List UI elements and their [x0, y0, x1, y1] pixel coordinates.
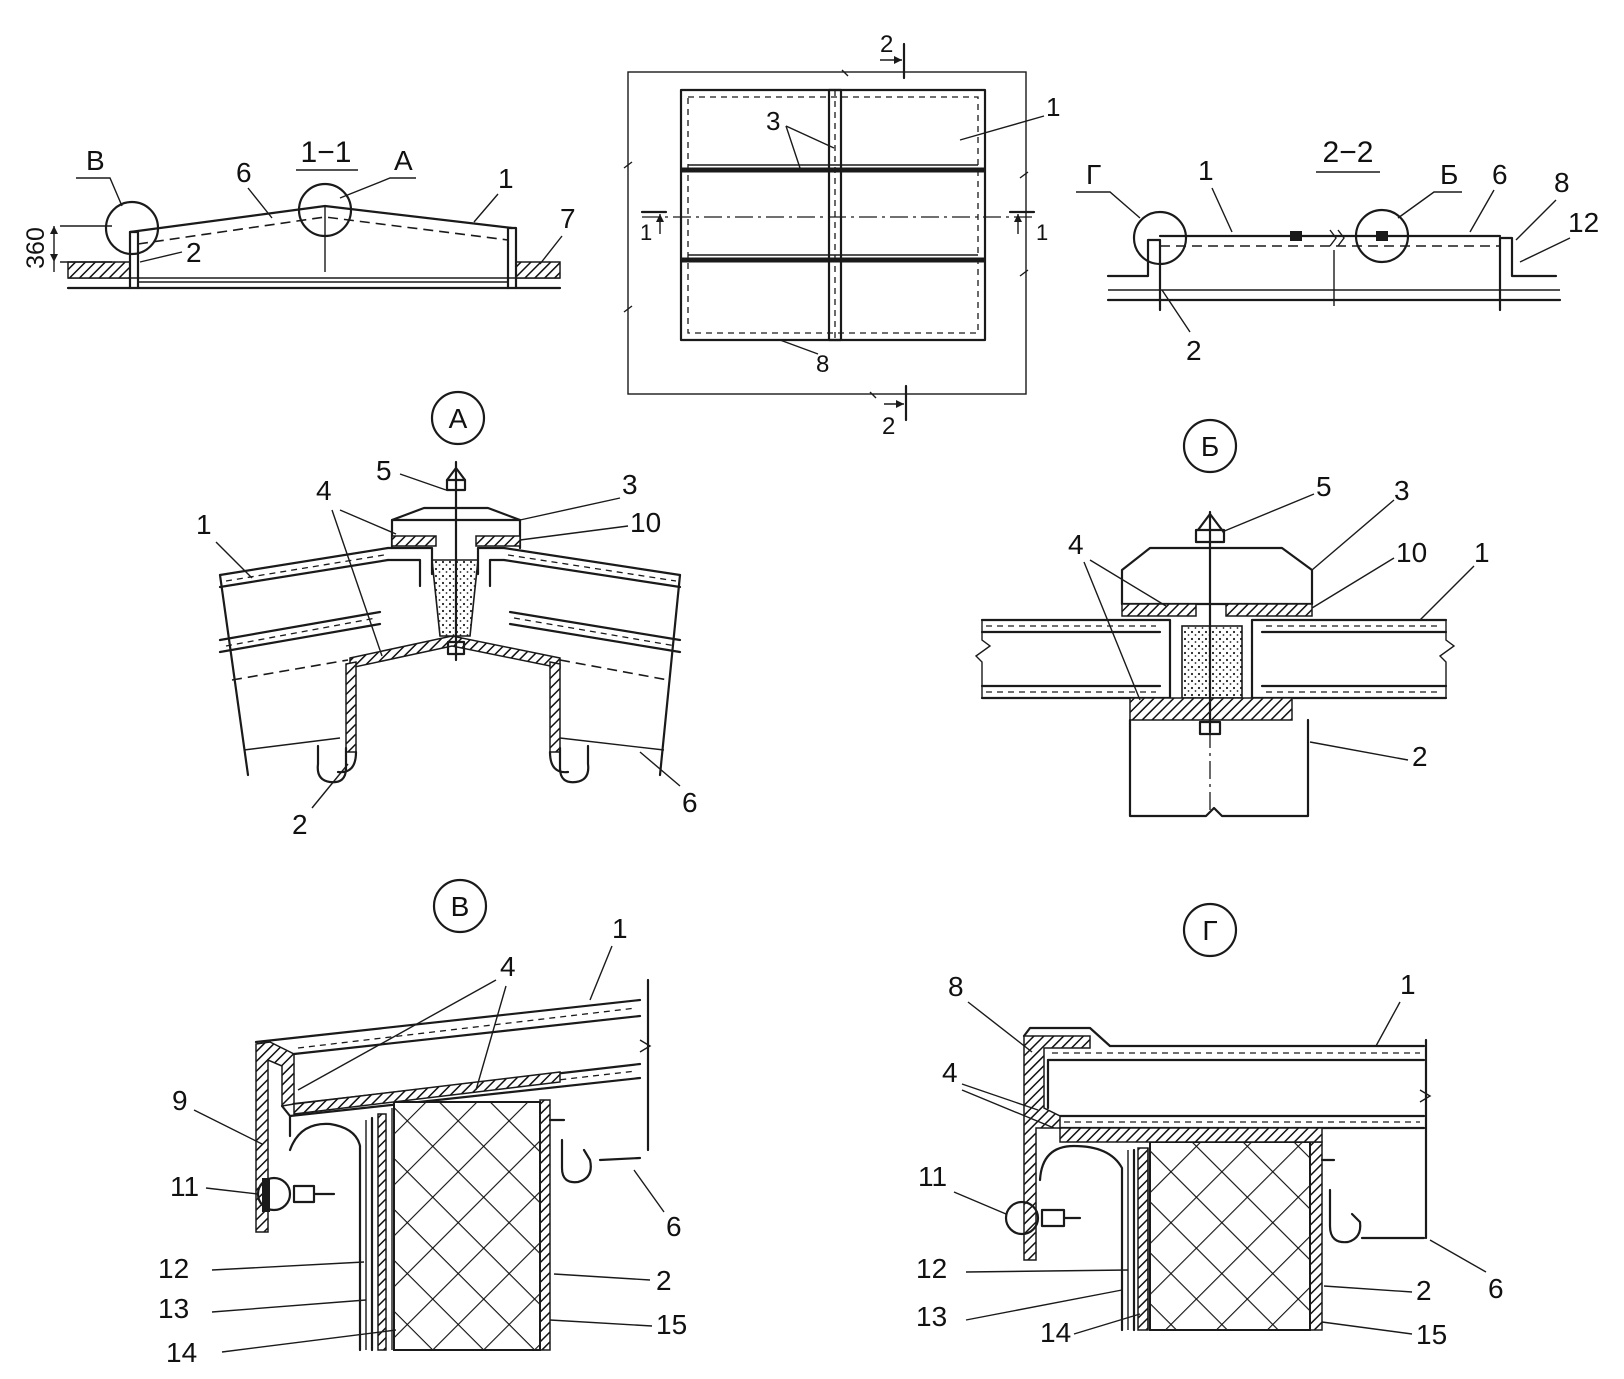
callout-10-a: 10	[630, 507, 661, 538]
callout-12-g: 12	[916, 1253, 947, 1284]
node-label-b-2-2: Б	[1440, 159, 1458, 190]
callout-6-s22: 6	[1492, 159, 1508, 190]
dimension-360: 360	[22, 227, 50, 269]
node-b-ring-callout	[104, 200, 160, 256]
node-v-detail: В 1 4	[158, 878, 687, 1368]
cut-2-bottom: 2	[882, 413, 895, 440]
callout-6-v: 6	[666, 1211, 682, 1242]
callout-13-g: 13	[916, 1301, 947, 1332]
callout-1-v: 1	[612, 913, 628, 944]
callout-3-b: 3	[1394, 475, 1410, 506]
callout-11-g: 11	[918, 1161, 947, 1192]
node-a-detail: А	[196, 390, 698, 840]
callout-3-plan: 3	[766, 106, 780, 136]
callout-8-s22: 8	[1554, 167, 1570, 198]
callout-4-b: 4	[1068, 529, 1084, 560]
node-g-detail: Г 8 1 4	[916, 902, 1504, 1350]
callout-1-plan: 1	[1046, 92, 1060, 122]
callout-12-s22: 12	[1568, 207, 1599, 238]
callout-14-g: 14	[1040, 1317, 1071, 1348]
section-1-1-title: 1−1	[301, 136, 352, 169]
node-b-ring-callout	[1354, 208, 1410, 264]
node-b-title: Б	[1201, 431, 1219, 462]
callout-1-b: 1	[1474, 537, 1490, 568]
callout-5-a: 5	[376, 455, 392, 486]
callout-6-g: 6	[1488, 1273, 1504, 1304]
node-v-title: В	[451, 891, 470, 922]
node-label-v-1-1: В	[86, 145, 105, 176]
callout-11-v: 11	[170, 1171, 199, 1202]
callout-1-g: 1	[1400, 969, 1416, 1000]
callout-1: 1	[498, 163, 514, 194]
callout-15-v: 15	[656, 1309, 687, 1340]
node-label-g-2-2: Г	[1086, 159, 1101, 190]
node-g-title: Г	[1202, 915, 1217, 946]
callout-6: 6	[236, 157, 252, 188]
callout-7: 7	[560, 203, 576, 234]
callout-3-a: 3	[622, 469, 638, 500]
node-a-title: А	[449, 403, 468, 434]
section-1-1: 360 1−1 В А 6 1 2 7	[22, 136, 576, 290]
callout-4-a: 4	[316, 475, 332, 506]
callout-8-plan: 8	[816, 351, 829, 378]
callout-6-a: 6	[682, 787, 698, 818]
section-2-2-title: 2−2	[1323, 136, 1374, 169]
node-a-ring-callout	[297, 182, 353, 238]
callout-14-v: 14	[166, 1337, 197, 1368]
callout-2-a: 2	[292, 809, 308, 840]
node-g-ring-callout	[1132, 210, 1188, 266]
callout-15-g: 15	[1416, 1319, 1447, 1350]
callout-2: 2	[186, 237, 202, 268]
callout-2-g: 2	[1416, 1275, 1432, 1306]
cut-2-top: 2	[880, 31, 893, 58]
callout-4-g: 4	[942, 1057, 958, 1088]
section-2-2: 2−2 Г Б 1 6 8 12 2	[1076, 136, 1599, 366]
callout-10-b: 10	[1396, 537, 1427, 568]
callout-9-v: 9	[172, 1085, 188, 1116]
cut-1-right: 1	[1036, 220, 1048, 245]
callout-2-s22: 2	[1186, 335, 1202, 366]
callout-13-v: 13	[158, 1293, 189, 1324]
callout-5-b: 5	[1316, 471, 1332, 502]
node-label-a-1-1: А	[394, 145, 413, 176]
cut-1-left: 1	[640, 220, 652, 245]
plan-view: 1 1 2 2 3 1 8	[623, 31, 1060, 440]
callout-12-v: 12	[158, 1253, 189, 1284]
callout-2-b: 2	[1412, 741, 1428, 772]
node-b-detail: Б 5	[974, 418, 1490, 818]
callout-1-a: 1	[196, 509, 212, 540]
callout-4-v: 4	[500, 951, 516, 982]
callout-2-v: 2	[656, 1265, 672, 1296]
callout-8-g: 8	[948, 971, 964, 1002]
callout-1-s22: 1	[1198, 155, 1214, 186]
